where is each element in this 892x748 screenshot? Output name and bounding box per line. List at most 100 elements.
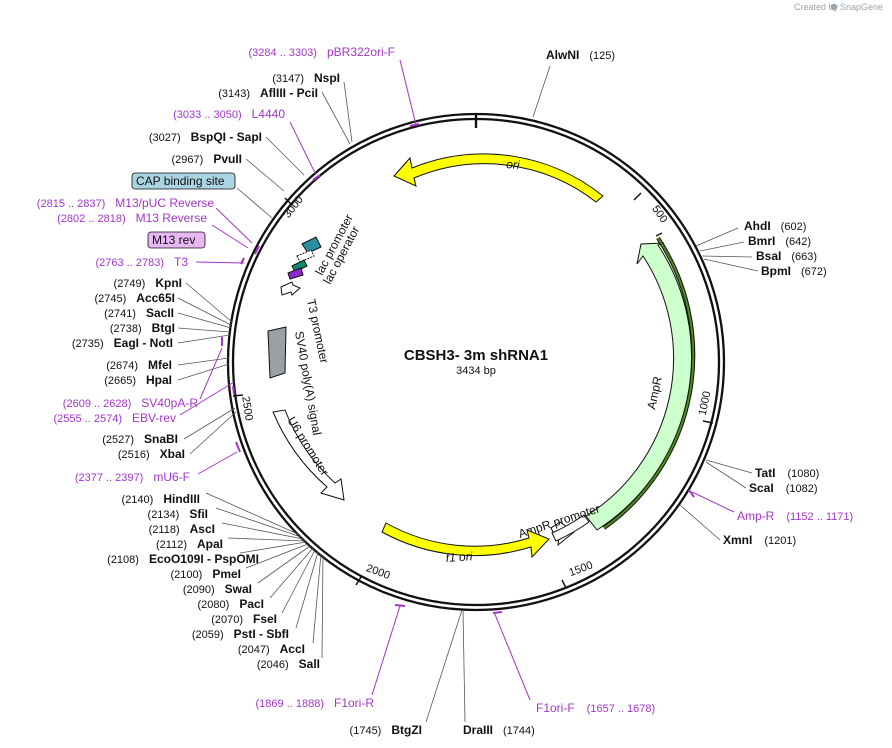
enzyme-apai: (2112)ApaI (156, 537, 223, 551)
primer-amp-r: Amp-R(1152 .. 1171) (737, 509, 853, 523)
leader-t3 (195, 261, 245, 264)
leader-ahdi (695, 227, 739, 247)
backbone-outer-ring (226, 112, 726, 612)
enzyme-psti: (2059)PstI - SbfI (192, 627, 289, 641)
mark-f1ori-f (492, 611, 503, 614)
enzyme-paci: (2080)PacI (198, 597, 264, 611)
leader-afliii (321, 91, 351, 145)
leader-alwni (532, 65, 551, 118)
f1-ori-feature[interactable] (381, 522, 550, 559)
primer-t3: (2763 .. 2783)T3 (95, 255, 188, 269)
tick-1500-mark (561, 579, 567, 589)
leader-bpmi (703, 258, 759, 272)
plasmid-name: CBSH3- 3m shRNA1 (404, 347, 548, 364)
leader-xmni (679, 504, 721, 541)
leader-asci (221, 522, 304, 540)
tick-2500-mark (232, 394, 244, 397)
leader-acc65i (177, 297, 232, 326)
leader-m13puc (215, 207, 253, 244)
m13rev-feature[interactable] (287, 267, 304, 280)
primer-f1ori-r: (1869 .. 1888)F1ori-R (255, 696, 374, 710)
enzyme-hpai: (2665)HpaI (104, 373, 172, 387)
leader-pmei (245, 543, 309, 569)
leader-l4440 (289, 121, 317, 176)
tick-500-mark (633, 192, 642, 201)
leader-pbr322ori-f (399, 59, 417, 126)
leader-eagi (177, 334, 231, 344)
cap-site-feature[interactable] (301, 236, 322, 254)
sv40-polya-feature[interactable] (267, 326, 287, 379)
tick-label-2500: 2500 (239, 396, 254, 422)
tick-1000-mark (702, 420, 714, 424)
enzyme-pvuii: (2967)PvuII (172, 152, 242, 166)
leader-bsai (701, 255, 753, 258)
leader-ecoo109i (239, 541, 307, 554)
primer-m13-reverse: (2802 .. 2818)M13 Reverse (57, 211, 207, 225)
enzyme-draiii: DraIII(1744) (463, 723, 535, 737)
primer-ebv-rev: (2555 .. 2574)EBV-rev (53, 411, 176, 425)
leader-snabi (183, 407, 236, 440)
mark-ebv-rev (232, 385, 235, 395)
leader-sali (321, 554, 324, 659)
enzyme-leader-lines (177, 65, 759, 723)
u6-promoter-feature[interactable] (272, 409, 345, 501)
leader-nspi (343, 81, 353, 143)
cap-binding-site-box (131, 172, 236, 190)
leader-acci (312, 553, 322, 644)
mark-m13 (254, 245, 260, 255)
mark-pbr322ori-f (409, 123, 420, 127)
enzyme-sali: (2046)SalI (257, 657, 320, 671)
enzyme-swai: (2090)SwaI (183, 582, 252, 596)
enzyme-alwni: AlwNI(125) (546, 48, 615, 62)
enzyme-scai: ScaI(1082) (749, 481, 817, 495)
enzyme-bpmi: BpmI(672) (761, 264, 827, 278)
enzyme-bspqi: (3027)BspQI - SapI (149, 130, 262, 144)
leader-f1ori-r (371, 605, 401, 696)
tick-label-500: 500 (649, 203, 669, 225)
leader-tati (705, 459, 753, 474)
ampr-promoter-feature[interactable] (551, 514, 590, 542)
enzyme-btgzi: (1745)BtgZI (350, 723, 422, 737)
enzyme-sfii: (2134)SfiI (148, 507, 208, 521)
enzyme-sacii: (2741)SacII (104, 306, 174, 320)
ampr-orf-end (655, 232, 663, 237)
leader-fsei (281, 549, 316, 614)
enzyme-acci: (2047)AccI (238, 642, 305, 656)
enzyme-acc65i: (2745)Acc65I (95, 291, 176, 305)
primer-pbr322ori-f: (3284 .. 3303)pBR322ori-F (248, 45, 395, 59)
enzyme-fsei: (2070)FseI (211, 612, 277, 626)
mark-amp-r (688, 489, 695, 498)
leader-pvuii (245, 158, 285, 192)
leader-xbai (189, 411, 237, 455)
enzyme-hindiii: (2140)HindIII (122, 492, 200, 506)
leader-sv40pa-r (199, 347, 223, 400)
lac-operator-feature[interactable] (291, 259, 308, 273)
leader-kpni (185, 282, 233, 323)
primer-sv40pa-r: (2609 .. 2628)SV40pA-R (63, 396, 199, 410)
enzyme-tati: TatI(1080) (755, 466, 819, 480)
cap-binding-site-label: CAP binding site (136, 174, 225, 188)
leader-draiii (462, 609, 466, 723)
primer-marks (221, 123, 695, 614)
ampr-orf-line (603, 237, 695, 529)
leader-hindiii (205, 492, 301, 536)
t3-promoter-feature[interactable] (280, 281, 301, 296)
mark-t3 (240, 257, 245, 265)
leader-f1ori-f (493, 611, 531, 701)
enzyme-eagi: (2735)EagI - NotI (72, 336, 173, 350)
lac-promoter-feature[interactable] (296, 249, 315, 263)
leader-amp-r (691, 491, 735, 513)
leader-hpai (177, 363, 230, 381)
ampr-feature[interactable] (585, 242, 692, 531)
ori-feature[interactable] (393, 153, 604, 203)
leader-sfii (215, 507, 302, 538)
leader-btgi (177, 327, 231, 333)
enzyme-snabi: (2527)SnaBI (102, 432, 178, 446)
ampr-label: AmpR (644, 375, 665, 411)
leader-apai (227, 537, 306, 542)
leader-bspqi (265, 136, 305, 176)
leader-paci (269, 547, 314, 599)
enzyme-xmni: XmnI(1201) (723, 533, 796, 547)
mark-f1ori-r (394, 604, 406, 607)
